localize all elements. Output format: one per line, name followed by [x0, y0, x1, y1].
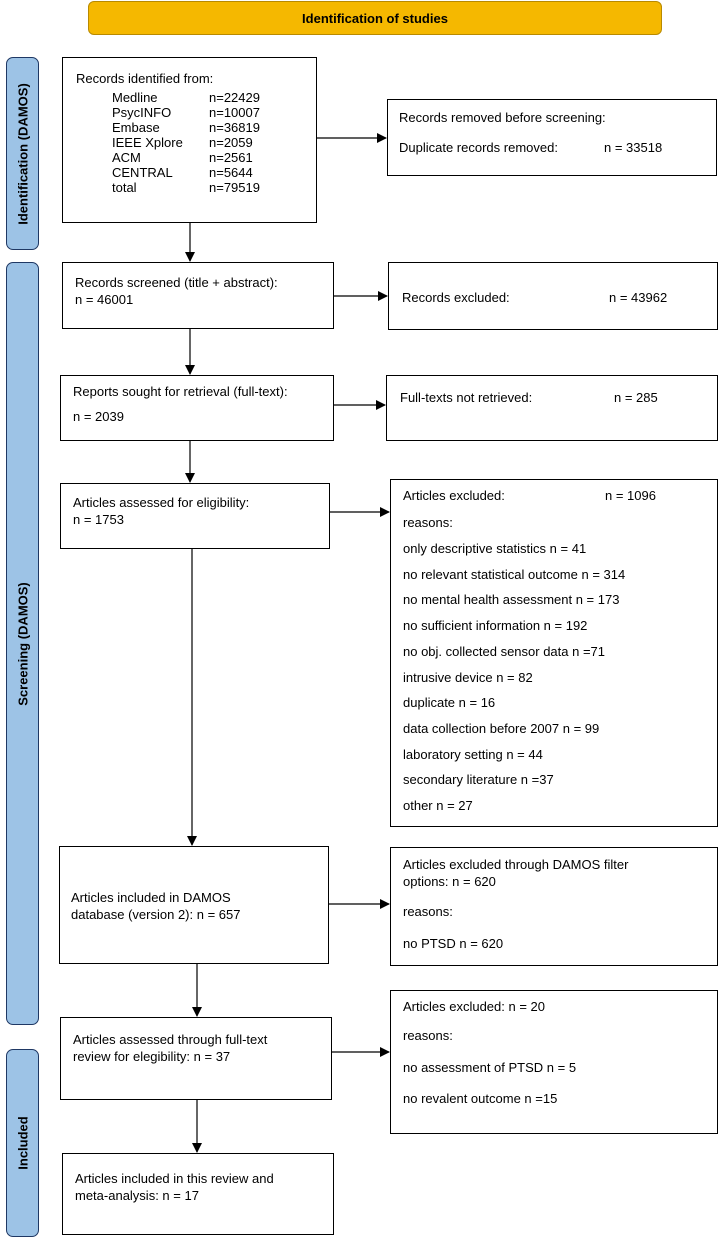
records-excluded-label: Records excluded:	[402, 290, 510, 305]
articles-excluded-box: Articles excluded: n = 1096 reasons: onl…	[390, 479, 718, 827]
sidebar-screening: Screening (DAMOS)	[6, 262, 39, 1025]
records-identified-title: Records identified from:	[76, 71, 214, 86]
assessed-fulltext-line2: review for elegibility: n = 37	[73, 1049, 231, 1064]
database-source-row: Embase n=36819	[112, 120, 260, 135]
excluded-damos-filter-line1: Articles excluded through DAMOS filter	[403, 857, 629, 872]
included-damos-line2: database (version 2): n = 657	[71, 907, 241, 922]
exclusion-reason: no relevant statistical outcome n = 314	[403, 566, 626, 582]
database-source-name: Medline	[112, 90, 158, 105]
included-review-box: Articles included in this review and met…	[62, 1153, 334, 1235]
exclusion-reason: other n = 27	[403, 798, 473, 813]
excluded-fulltext-box: Articles excluded: n = 20 reasons: no as…	[390, 990, 718, 1134]
exclusion-reason: data collection before 2007 n = 99	[403, 720, 600, 736]
database-source-row: CENTRAL n=5644	[112, 165, 260, 180]
database-source-name: CENTRAL	[112, 165, 173, 180]
exclusion-reason: laboratory setting n = 44	[403, 746, 543, 762]
sidebar-identification: Identification (DAMOS)	[6, 57, 39, 250]
database-source-count: n=10007	[209, 105, 260, 120]
included-damos-line1: Articles included in DAMOS	[71, 890, 231, 905]
excluded-fulltext-line1: Articles excluded: n = 20	[403, 999, 545, 1014]
database-source-count: n=79519	[209, 180, 260, 195]
database-source-count: n=2059	[209, 135, 253, 150]
not-retrieved-value: n = 285	[614, 390, 658, 405]
reports-sought-line1: Reports sought for retrieval (full-text)…	[73, 384, 288, 399]
included-review-line2: meta-analysis: n = 17	[75, 1188, 199, 1203]
excluded-fulltext-reasons-label: reasons:	[403, 1028, 453, 1043]
database-source-name: IEEE Xplore	[112, 135, 183, 150]
excluded-damos-filter-box: Articles excluded through DAMOS filter o…	[390, 847, 718, 966]
phase-header-title: Identification of studies	[302, 10, 448, 26]
duplicate-records-label: Duplicate records removed:	[399, 140, 558, 155]
exclusion-reason: no obj. collected sensor data n =71	[403, 643, 606, 659]
included-damos-box: Articles included in DAMOS database (ver…	[59, 846, 329, 964]
records-excluded-value: n = 43962	[609, 290, 668, 305]
exclusion-reason: no sufficient information n = 192	[403, 618, 588, 634]
database-source-row: ACM n=2561	[112, 150, 260, 165]
database-source-row: PsycINFO n=10007	[112, 105, 260, 120]
not-retrieved-label: Full-texts not retrieved:	[400, 390, 533, 405]
excluded-damos-filter-reason-ptsd: no PTSD n = 620	[403, 936, 504, 951]
excluded-damos-filter-reasons-label: reasons:	[403, 904, 453, 919]
records-screened-box: Records screened (title + abstract): n =…	[62, 262, 334, 329]
database-source-name: total	[112, 180, 137, 195]
reports-sought-line2: n = 2039	[73, 409, 124, 424]
assessed-eligibility-line2: n = 1753	[73, 512, 124, 527]
assessed-eligibility-line1: Articles assessed for eligibility:	[73, 495, 250, 510]
exclusion-reason: no mental health assessment n = 173	[403, 592, 620, 608]
database-source-row: total n=79519	[112, 180, 260, 195]
removed-before-screening-title: Records removed before screening:	[399, 110, 606, 125]
records-excluded-box: Records excluded: n = 43962	[388, 262, 718, 330]
database-source-name: Embase	[112, 120, 160, 135]
database-source-count: n=5644	[209, 165, 253, 180]
exclusion-reason: only descriptive statistics n = 41	[403, 541, 587, 556]
database-source-count: n=2561	[209, 150, 253, 165]
articles-excluded-label: Articles excluded:	[403, 488, 505, 503]
assessed-eligibility-box: Articles assessed for eligibility: n = 1…	[60, 483, 330, 549]
removed-before-screening-box: Records removed before screening: Duplic…	[387, 99, 717, 176]
assessed-fulltext-box: Articles assessed through full-text revi…	[60, 1017, 332, 1100]
database-source-count: n=22429	[209, 90, 260, 105]
excluded-damos-filter-line2: options: n = 620	[403, 874, 496, 889]
included-review-line1: Articles included in this review and	[75, 1171, 274, 1186]
not-retrieved-box: Full-texts not retrieved: n = 285	[386, 375, 718, 441]
phase-header: Identification of studies	[88, 1, 662, 35]
records-screened-line1: Records screened (title + abstract):	[75, 275, 278, 290]
duplicate-records-value: n = 33518	[604, 140, 663, 155]
database-source-name: ACM	[112, 150, 141, 165]
articles-excluded-reasons-label: reasons:	[403, 515, 453, 530]
sidebar-included: Included	[6, 1049, 39, 1237]
records-screened-line2: n = 46001	[75, 292, 134, 307]
database-source-name: PsycINFO	[112, 105, 172, 120]
excluded-fulltext-reason-ptsd: no assessment of PTSD n = 5	[403, 1060, 577, 1075]
exclusion-reason: intrusive device n = 82	[403, 669, 533, 685]
database-source-row: IEEE Xplore n=2059	[112, 135, 260, 150]
assessed-fulltext-line1: Articles assessed through full-text	[73, 1032, 268, 1047]
articles-excluded-value: n = 1096	[605, 488, 656, 503]
exclusion-reason: secondary literature n =37	[403, 772, 554, 788]
reports-sought-box: Reports sought for retrieval (full-text)…	[60, 375, 334, 441]
database-source-count: n=36819	[209, 120, 260, 135]
exclusion-reason: duplicate n = 16	[403, 695, 496, 711]
excluded-fulltext-reason-outcome: no revalent outcome n =15	[403, 1091, 558, 1106]
database-source-row: Medline n=22429	[112, 90, 260, 105]
